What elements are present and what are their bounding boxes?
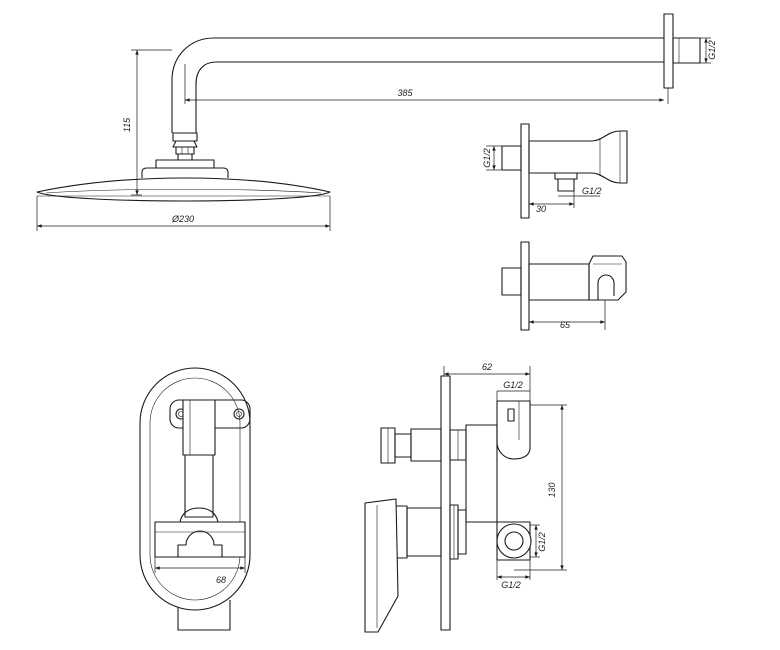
holder-inlet-thread-label: G1/2: [482, 148, 492, 168]
mixer-top-outlet: [496, 400, 531, 460]
mixer-height-label: 130: [547, 482, 557, 497]
mixer-side-thread-label: G1/2: [537, 532, 547, 552]
bracket-hook: [588, 255, 627, 301]
mixer-width-label: 68: [216, 575, 226, 585]
upper-outlet-pipe: [410, 428, 442, 462]
mixer-depth-label: 62: [482, 362, 492, 372]
ball-joint-collar: [172, 132, 198, 142]
mixer-bottom-thread-label: G1/2: [501, 580, 521, 590]
arm-pipe-inner: [195, 61, 664, 133]
holder-inlet-pipe: [501, 145, 522, 171]
mixer-side-dimensions: 62 G1/2 130 G1/2 G1/2: [443, 362, 567, 590]
bracket-body: [528, 263, 590, 301]
arm-height-label: 115: [122, 117, 132, 132]
cartridge-body: [406, 507, 442, 557]
arm-pipe-outer: [171, 37, 664, 133]
mixer-body: [465, 424, 498, 523]
arm-thread-label: G1/2: [707, 40, 717, 60]
arm-wall-connector: [672, 37, 701, 64]
mixer-cross-bar: [154, 521, 246, 558]
mixer-riser-top: [182, 399, 216, 456]
head-diameter-label: Ø230: [171, 214, 194, 224]
arm-length-label: 385: [397, 88, 413, 98]
holder-outlet-nut: [554, 172, 578, 180]
bracket-wall-plate: [520, 241, 530, 331]
arm-wall-flange: [663, 13, 674, 89]
holder-body: [528, 130, 628, 184]
holder-bracket-dimensions: 65: [528, 300, 606, 330]
mixer-lever-handle: [364, 498, 399, 633]
holder-side-dimensions: G1/2 G1/2 30: [482, 145, 602, 218]
mixer-front-body-stub: [177, 600, 231, 631]
mixer-front-dimensions: 68: [154, 557, 246, 585]
holder-wall-plate: [520, 123, 530, 219]
holder-depth-label: 30: [536, 204, 546, 214]
holder-side-view: [501, 123, 628, 219]
holder-outlet-thread-label: G1/2: [582, 186, 602, 196]
head-mount-flange: [155, 159, 215, 169]
shower-arm-assembly: [36, 13, 701, 202]
mixer-side-view: [364, 375, 532, 633]
mixer-front-view: [139, 367, 251, 631]
bracket-inlet-pipe: [501, 267, 522, 296]
mixer-wall-plate: [440, 375, 451, 631]
holder-outlet: [557, 178, 575, 192]
arm-dimensions: G1/2 385 115 Ø230: [36, 37, 717, 231]
mixer-riser-pipe: [184, 454, 214, 518]
holder-bracket-depth-label: 65: [560, 320, 571, 330]
mixer-top-thread-label: G1/2: [503, 380, 523, 390]
holder-bracket-view: [501, 241, 627, 331]
mixer-center-valve: [177, 530, 223, 557]
